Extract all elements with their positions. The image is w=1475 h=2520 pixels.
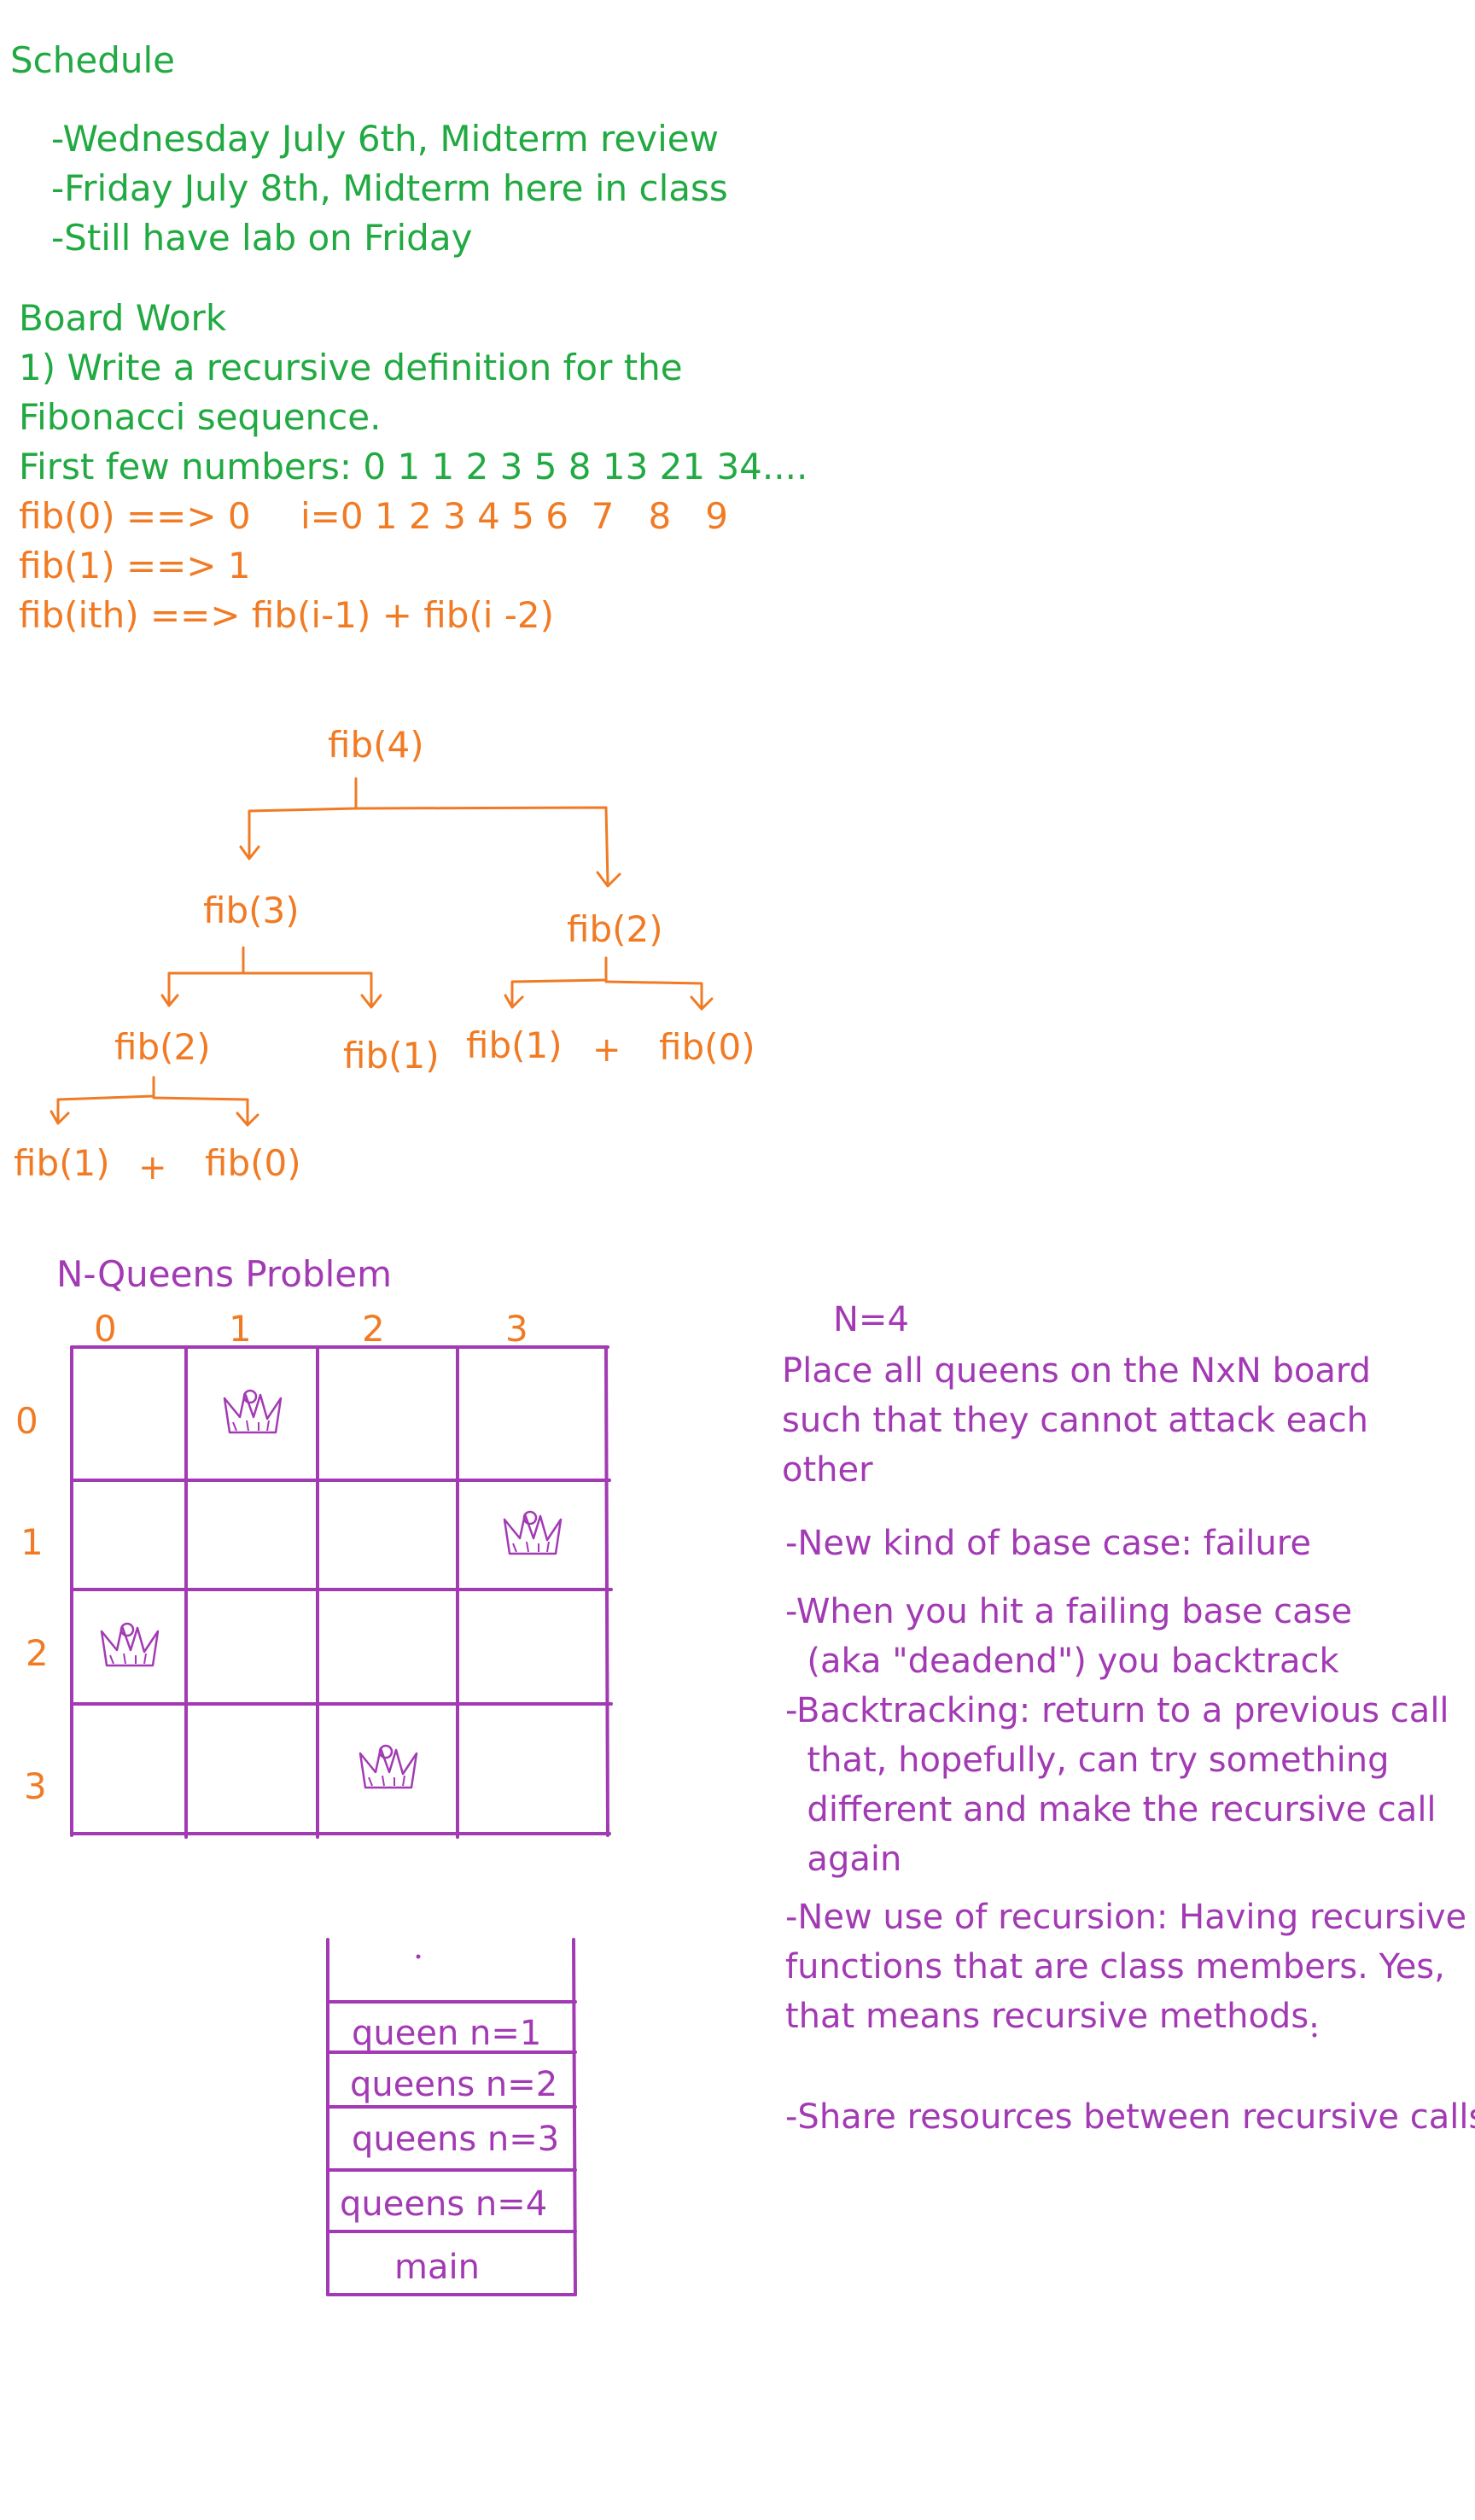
notes-n-value: N=4 (833, 1300, 909, 1339)
board-row-label: 2 (26, 1632, 49, 1674)
call-stack-outline (326, 1938, 577, 2296)
fib-tree-node: fib(1) (14, 1142, 110, 1184)
notes-backtracking-line: different and make the recursive call (785, 1790, 1437, 1829)
board-work-line: 1) Write a recursive definition for the (19, 347, 683, 388)
fib-tree-node: fib(1) (466, 1024, 563, 1066)
queen-icon (503, 1510, 563, 1555)
notes-recursion-line: functions that are class members. Yes, (785, 1947, 1445, 1986)
board-col-label: 0 (94, 1308, 117, 1350)
notes-backtracking-line: again (785, 1840, 902, 1879)
notes-base-case: -New kind of base case: failure (785, 1524, 1311, 1563)
board-col-label: 2 (362, 1308, 385, 1350)
nqueens-title: N-Queens Problem (56, 1253, 393, 1295)
arrowhead-fib3-left (160, 994, 179, 1007)
arrowhead-lfib2-right (236, 1111, 259, 1127)
stack-frame: queens n=2 (350, 2065, 558, 2104)
connector-lfib2-left (56, 1076, 155, 1123)
fib-tree-connectors (50, 777, 714, 1127)
notes-desc-line: Place all queens on the NxN board (782, 1351, 1372, 1391)
board-row-label: 1 (20, 1521, 44, 1563)
connector-fib3-left (167, 946, 245, 1006)
connector-lfib2-right (152, 1096, 249, 1125)
fib-recurrence: fib(ith) ==> fib(i-1) + fib(i -2) (19, 594, 555, 636)
arrowhead-left (239, 845, 260, 860)
arrowhead-right (596, 871, 621, 888)
notes-desc-line: such that they cannot attack each (782, 1401, 1369, 1440)
schedule-title: Schedule (10, 39, 175, 81)
connector-root-right (354, 806, 609, 884)
board-row-label: 0 (15, 1400, 38, 1442)
stray-dots (416, 1954, 1317, 2038)
queen-icon (100, 1622, 160, 1667)
connector-rfib2-right (604, 980, 703, 1009)
queens-layer (100, 1389, 563, 1789)
schedule-item: -Wednesday July 6th, Midterm review (51, 118, 719, 160)
notes-backtracking-line: -Backtracking: return to a previous call (785, 1691, 1449, 1730)
board-work-line: First few numbers: 0 1 1 2 3 5 8 13 21 3… (19, 446, 808, 487)
queen-icon (359, 1744, 418, 1789)
fib-base-one: fib(1) ==> 1 (19, 545, 251, 586)
board-col-label: 1 (229, 1308, 252, 1350)
notes-failing-line: -When you hit a failing base case (785, 1592, 1353, 1631)
schedule-item: -Friday July 8th, Midterm here in class (51, 167, 728, 209)
arrowhead-lfib2-left (50, 1110, 70, 1125)
stack-frame: queen n=1 (352, 2014, 542, 2053)
notes-backtracking-line: that, hopefully, can try something (785, 1741, 1390, 1780)
fib-tree-node: fib(2) (114, 1026, 211, 1068)
notes-failing-line: (aka "deadend") you backtrack (785, 1642, 1339, 1681)
fib-base-zero: fib(0) ==> 0 (19, 495, 251, 537)
fib-tree-node: fib(0) (659, 1026, 755, 1068)
fib-tree-node: fib(0) (205, 1142, 301, 1184)
board-col-label: 3 (505, 1308, 528, 1350)
arrowhead-rfib2-left (504, 994, 524, 1009)
fib-tree-node: fib(2) (567, 908, 663, 950)
nqueens-board (70, 1345, 613, 1839)
fib-tree-node: fib(3) (203, 890, 300, 931)
notes-recursion-line: that means recursive methods. (785, 1997, 1320, 2036)
fib-index-row: i=0 1 2 3 4 5 6 7 8 9 (300, 495, 728, 537)
fib-tree-plus: + (138, 1148, 167, 1187)
fib-tree-node: fib(1) (343, 1035, 440, 1076)
stack-frame: main (394, 2248, 480, 2287)
board-work-title: Board Work (19, 297, 227, 339)
queen-icon (223, 1389, 283, 1434)
board-work-line: Fibonacci sequence. (19, 396, 382, 438)
connector-fib3-right (242, 971, 373, 1007)
fib-tree-plus: + (592, 1030, 621, 1070)
schedule-item: -Still have lab on Friday (51, 217, 473, 259)
connector-root-left (248, 777, 358, 859)
arrowhead-fib3-right (360, 994, 382, 1009)
board-row-label: 3 (24, 1765, 47, 1807)
notes-desc-line: other (782, 1450, 873, 1490)
stack-frame: queens n=4 (340, 2185, 548, 2224)
fib-tree-root: fib(4) (328, 724, 424, 766)
connector-rfib2-left (510, 956, 608, 1007)
arrowhead-rfib2-right (690, 995, 714, 1011)
stack-frame: queens n=3 (352, 2120, 560, 2159)
notes-recursion-line: -New use of recursion: Having recursive (785, 1898, 1467, 1937)
notes-share: -Share resources between recursive calls (785, 2097, 1475, 2137)
